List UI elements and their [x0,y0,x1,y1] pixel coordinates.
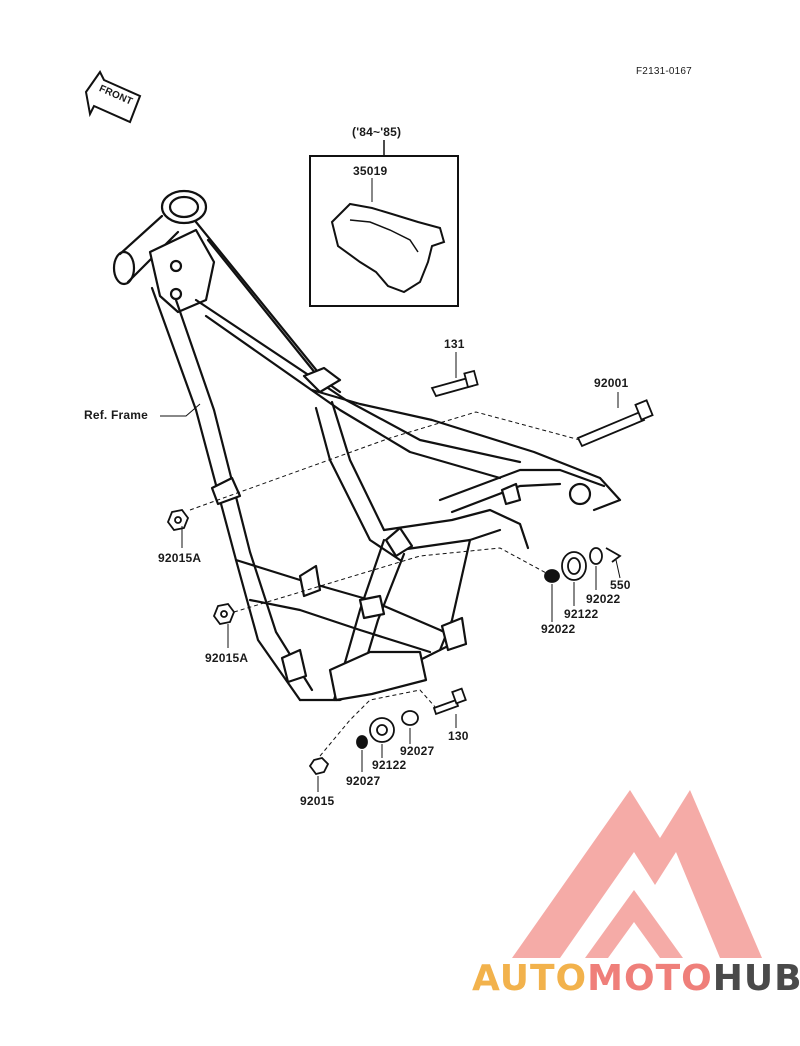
part-92001-label: 92001 [594,376,629,390]
damper-92122-right-icon [561,551,587,581]
ref-frame-label: Ref. Frame [84,408,149,422]
nut-92015-icon [308,757,330,776]
watermark-auto: AUTO [472,958,588,999]
nut-92015A-upper-icon [166,509,190,531]
variant-inset-box [309,140,459,307]
collar-92027-b-icon [356,735,368,749]
part-130-label: 130 [448,729,469,743]
part-92122-right-label: 92122 [564,607,599,621]
clip-550-icon [605,547,622,563]
part-92027-a-label: 92027 [400,744,435,758]
bolt-92001-icon [576,399,654,448]
watermark-text: AUTOMOTOHUB [472,958,800,999]
hardware-parts [166,369,654,776]
part-92122-bottom-label: 92122 [372,758,407,772]
part-550-label: 550 [610,578,631,592]
watermark-logo-icon [512,790,762,958]
part-92015A-upper-label: 92015A [158,551,202,565]
damper-92122-bottom-icon [369,717,395,743]
bolt-130-icon [432,687,467,716]
nut-92015A-lower-icon [212,603,236,625]
variant-label: ('84~'85) [352,125,402,139]
part-92027-b-label: 92027 [346,774,381,788]
washer-92022-right-b-icon [544,569,560,583]
watermark-moto: MOTO [587,958,713,999]
watermark-hub: HUB [712,958,800,999]
collar-92027-a-icon [401,710,419,726]
bolt-131-icon [430,369,479,398]
washer-92022-right-a-icon [589,547,603,565]
figure-code: F2131-0167 [636,66,692,77]
leader-lines [160,352,621,792]
motorcycle-frame-drawing [112,189,622,702]
part-131-label: 131 [444,337,465,351]
part-92022-right-b-label: 92022 [541,622,576,636]
part-92015-label: 92015 [300,794,335,808]
part-35019-label: 35019 [353,164,388,178]
part-92015A-lower-label: 92015A [205,651,249,665]
part-92022-right-a-label: 92022 [586,592,621,606]
cover-35019-icon [330,202,446,294]
front-arrow-icon [84,70,142,124]
